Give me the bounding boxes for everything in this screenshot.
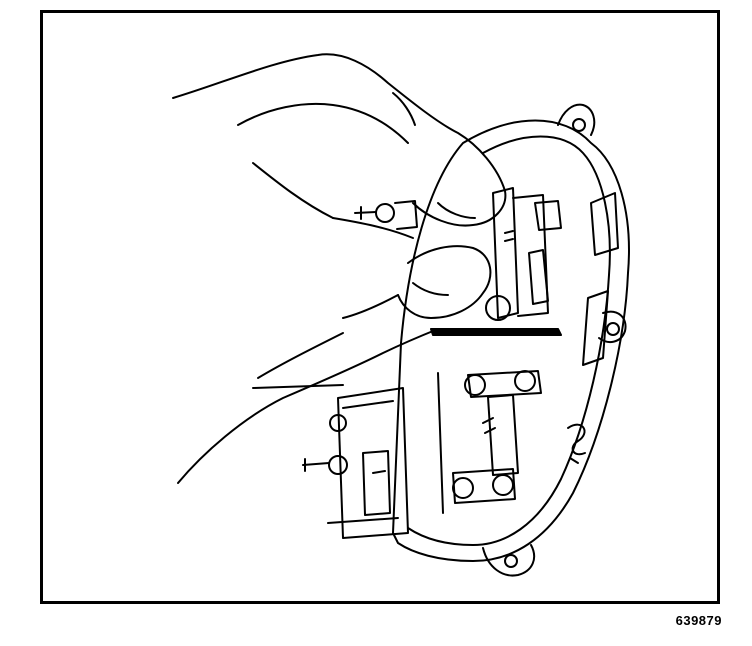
lamp-housing xyxy=(393,105,629,576)
lamp-housing-illustration xyxy=(43,13,717,601)
figure-number: 639879 xyxy=(675,613,722,628)
lower-hand xyxy=(178,246,490,483)
upper-bulb xyxy=(486,188,561,320)
upper-hand xyxy=(173,54,505,238)
lower-bulb xyxy=(438,371,541,513)
center-divider xyxy=(431,329,561,335)
rear-bracket xyxy=(303,201,417,538)
illustration-frame xyxy=(40,10,720,604)
